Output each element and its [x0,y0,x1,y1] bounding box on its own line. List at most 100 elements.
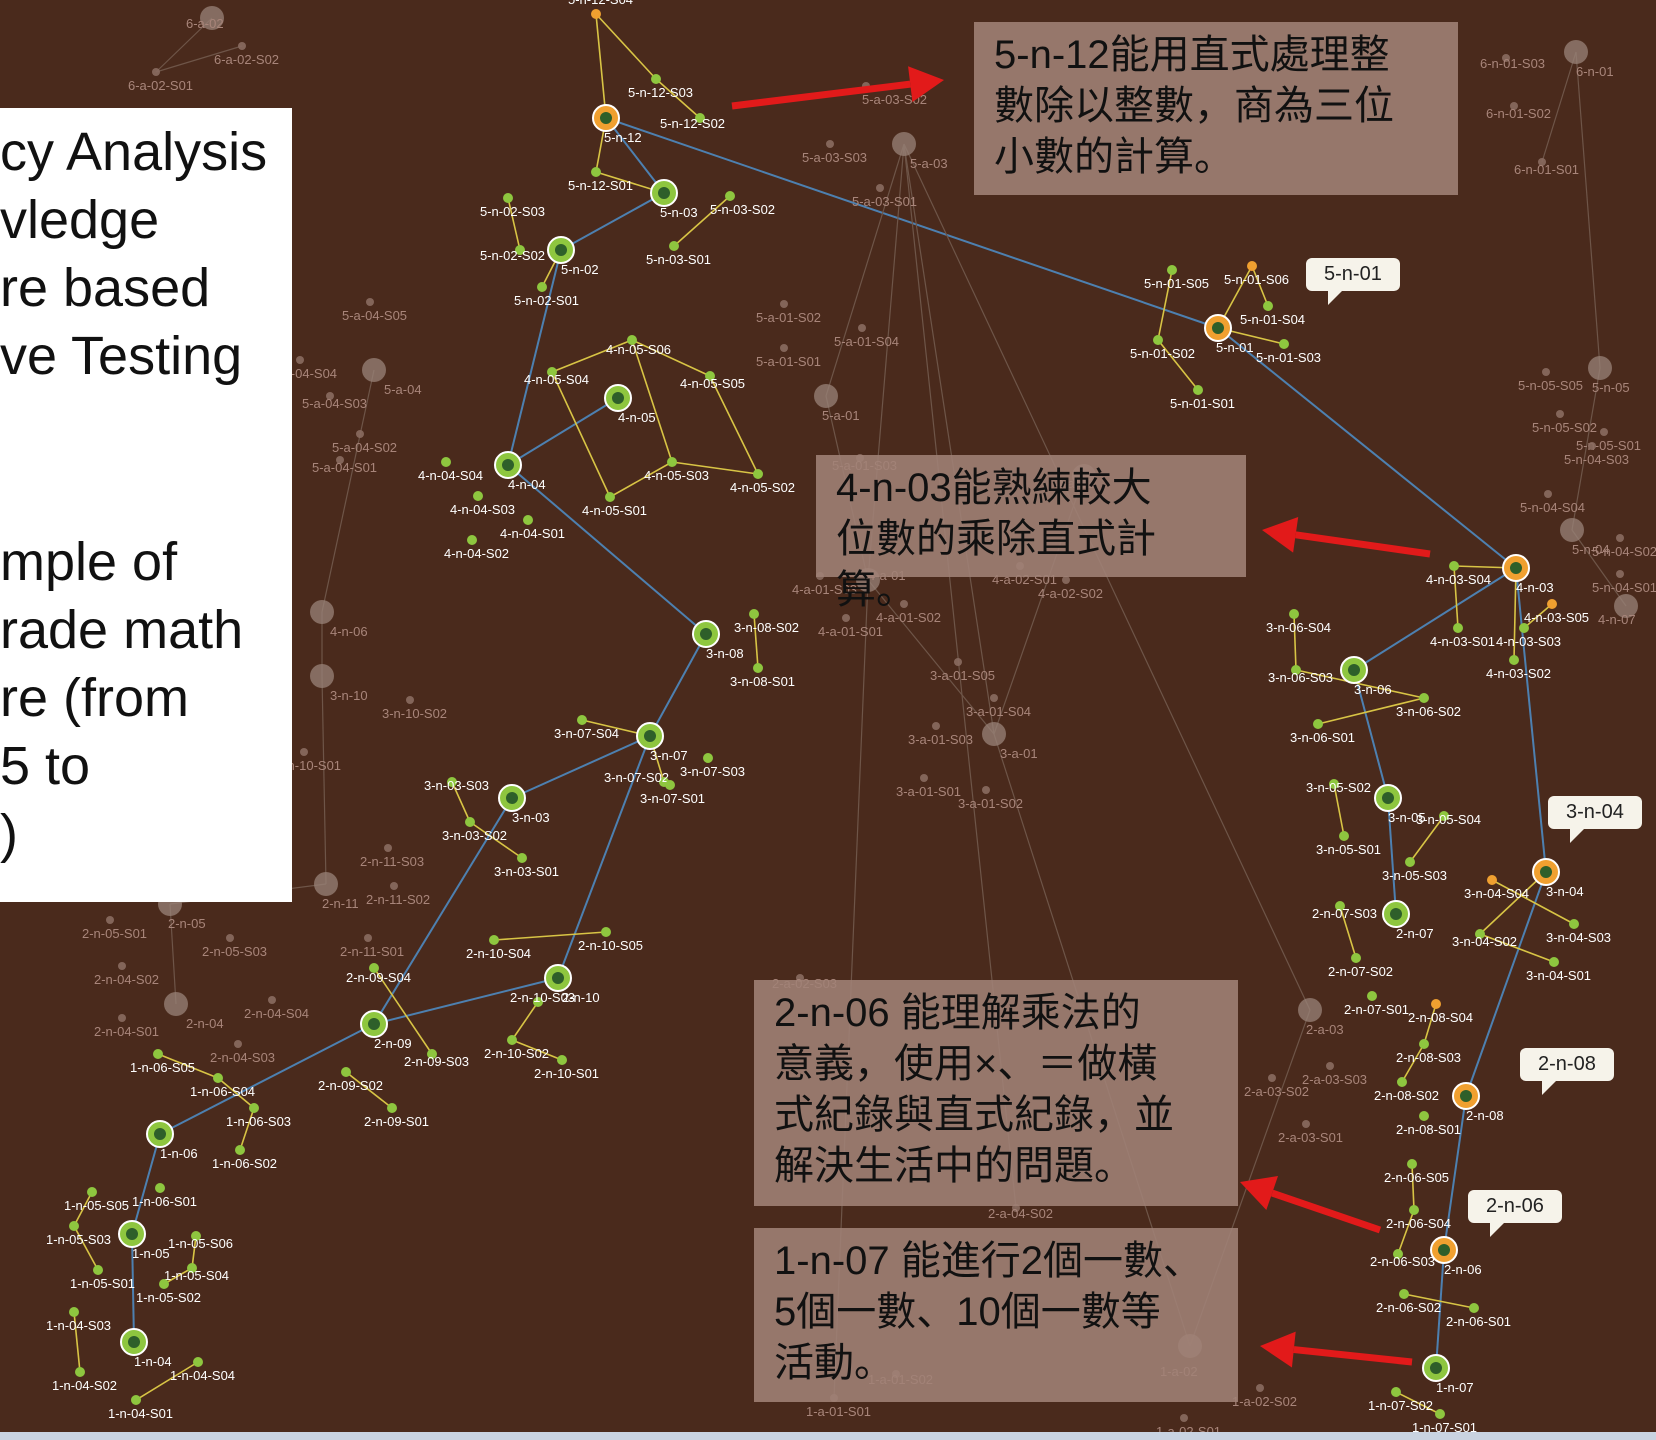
graph-node[interactable]: 1-n-04-S03 [46,1307,111,1333]
graph-node[interactable]: 3-n-04-S01 [1526,957,1591,983]
graph-node[interactable]: 2-n-06-S02 [1376,1289,1441,1315]
graph-node[interactable]: 1-n-05-S01 [70,1265,135,1291]
graph-node[interactable]: 4-n-04 [494,451,546,492]
graph-node[interactable]: 2-n-09-S01 [364,1103,429,1129]
graph-node[interactable]: 6-n-01-S03 [1480,54,1545,71]
graph-node[interactable]: 4-n-04-S04 [418,457,483,483]
graph-node[interactable]: 2-n-07-S02 [1328,953,1393,979]
graph-node[interactable]: 1-n-05-S06 [168,1231,233,1251]
graph-node[interactable]: 2-n-08-S03 [1396,1039,1461,1065]
graph-node[interactable]: 5-n-03-S02 [710,191,775,217]
graph-node[interactable]: 5-a-03 [892,132,948,171]
graph-node[interactable]: 4-n-03-S01 [1430,623,1495,649]
graph-node[interactable]: 3-n-10-S01 [276,748,341,773]
graph-node[interactable]: 3-n-06-S02 [1396,693,1461,719]
graph-node[interactable]: 2-a-04-S02 [988,1204,1053,1221]
graph-node[interactable]: 6-a-02 [186,6,224,31]
graph-node[interactable]: 2-a-03-S02 [1244,1074,1309,1099]
graph-node[interactable]: 4-n-05-S01 [582,492,647,518]
graph-node[interactable]: 3-n-04-S03 [1546,919,1611,945]
graph-node[interactable]: 2-n-10-S03 [510,990,575,1007]
graph-node[interactable]: 2-n-07-S01 [1344,991,1409,1017]
graph-node[interactable]: 1-n-04 [120,1328,172,1369]
graph-node[interactable]: 2-a-03-S01 [1278,1120,1343,1145]
graph-node[interactable]: 3-n-08-S01 [730,663,795,689]
graph-node[interactable]: 5-a-01-S01 [756,344,821,369]
graph-node[interactable]: 3-n-06 [1340,656,1392,697]
graph-node[interactable]: 5-n-12-S04 [568,0,633,19]
graph-node[interactable]: 5-n-04-S04 [1520,490,1585,515]
graph-node[interactable]: 5-a-03-S01 [852,184,917,209]
graph-node[interactable]: 3-n-08 [692,620,744,661]
graph-node[interactable]: 5-n-01-S01 [1170,385,1235,411]
graph-node[interactable]: 1-n-05-S05 [64,1187,129,1213]
graph-node[interactable]: 6-n-01-S02 [1486,102,1551,121]
graph-node[interactable]: 3-a-01-S01 [896,774,961,799]
graph-node[interactable]: 2-n-04 [164,992,224,1031]
graph-node[interactable]: 1-n-05-S02 [136,1279,201,1305]
graph-node[interactable]: 5-n-01-S03 [1256,339,1321,365]
graph-node[interactable]: 3-n-03-S01 [494,853,559,879]
graph-node[interactable]: 5-a-04-S01 [312,456,377,475]
graph-node[interactable]: 2-n-11-S02 [366,882,430,907]
graph-node[interactable]: 4-n-04-S01 [500,515,565,541]
graph-node[interactable]: 4-n-05-S05 [680,371,745,391]
graph-node[interactable]: 5-n-01-S04 [1240,301,1305,327]
graph-node[interactable]: 3-n-10 [310,664,368,703]
graph-node[interactable]: 1-n-07-S01 [1412,1409,1477,1435]
graph-node[interactable]: 2-n-11-S01 [340,934,404,959]
graph-node[interactable]: 1-n-04-S04 [170,1357,235,1383]
graph-node[interactable]: 2-n-10-S02 [484,1035,549,1061]
graph-node[interactable]: 2-n-08-S02 [1374,1077,1439,1103]
graph-node[interactable]: 5-n-12-S02 [660,113,725,131]
graph-node[interactable]: 5-n-04-S01 [1592,570,1656,595]
graph-node[interactable]: 4-n-03-S02 [1486,655,1551,681]
graph-node[interactable]: 6-n-01 [1564,40,1614,79]
graph-node[interactable]: 3-n-06-S03 [1268,665,1333,685]
graph-node[interactable]: 5-n-12-S01 [568,167,633,193]
graph-node[interactable]: 2-n-04-S01 [94,1014,159,1039]
graph-node[interactable]: 3-a-01-S05 [930,658,995,683]
graph-node[interactable]: 2-n-10-S05 [578,927,643,953]
graph-node[interactable]: 5-n-01-S02 [1130,335,1195,361]
graph-node[interactable]: 1-n-05-S04 [164,1263,229,1283]
graph-node[interactable]: 2-n-11 [314,872,359,911]
graph-node[interactable]: 2-n-08-S01 [1396,1111,1461,1137]
graph-node[interactable]: 1-n-06-S03 [226,1103,291,1129]
graph-node[interactable]: 5-n-04 [1560,518,1610,557]
graph-node[interactable]: 2-n-06-S05 [1384,1159,1449,1185]
graph-node[interactable]: 1-n-06 [146,1120,198,1161]
graph-node[interactable]: 3-n-04 [1532,858,1584,899]
graph-node[interactable]: 3-n-07-S01 [640,780,705,806]
graph-node[interactable]: 4-a-02-S02 [1038,576,1103,601]
graph-node[interactable]: 2-n-06 [1430,1236,1482,1277]
graph-node[interactable]: 2-n-04-S02 [94,962,159,987]
graph-node[interactable]: 5-n-01 [1204,314,1254,355]
graph-node[interactable]: 3-n-05-S01 [1316,831,1381,857]
graph-node[interactable]: 2-n-05-S01 [82,916,147,941]
graph-node[interactable]: 3-a-01-S04 [966,694,1031,719]
graph-node[interactable]: 5-n-12 [592,104,642,145]
graph-node[interactable]: 3-n-07-S03 [680,753,745,779]
graph-node[interactable]: 2-n-06-S04 [1386,1205,1451,1231]
graph-node[interactable]: 2-n-07-S03 [1312,901,1377,921]
graph-node[interactable]: 3-n-05-S03 [1382,857,1447,883]
graph-node[interactable]: 3-a-01-S03 [908,722,973,747]
graph-node[interactable]: 2-n-04-S03 [210,1040,275,1065]
graph-node[interactable]: 5-n-02-S03 [480,193,545,219]
graph-node[interactable]: 2-n-05-S03 [202,934,267,959]
graph-node[interactable]: 2-n-08-S04 [1408,999,1473,1025]
graph-node[interactable]: 5-a-04-S05 [342,298,407,323]
graph-node[interactable]: 2-n-10-S04 [466,935,531,961]
graph-node[interactable]: 1-a-02-S02 [1232,1384,1297,1409]
graph-node[interactable]: 1-n-06-S01 [132,1183,197,1209]
graph-node[interactable]: 4-n-03-S05 [1524,599,1589,625]
graph-node[interactable]: 2-n-10-S01 [534,1055,599,1081]
graph-node[interactable]: 3-n-03-S02 [442,817,507,843]
graph-node[interactable]: 2-n-04-S04 [244,996,309,1021]
graph-node[interactable]: 1-n-04-S02 [52,1367,117,1393]
graph-node[interactable]: 4-n-03-S03 [1496,623,1561,649]
graph-node[interactable]: 4-n-04-S03 [450,491,515,517]
graph-node[interactable]: 5-n-01-S06 [1224,261,1289,287]
graph-node[interactable]: 5-n-04-S02 [1592,534,1656,559]
